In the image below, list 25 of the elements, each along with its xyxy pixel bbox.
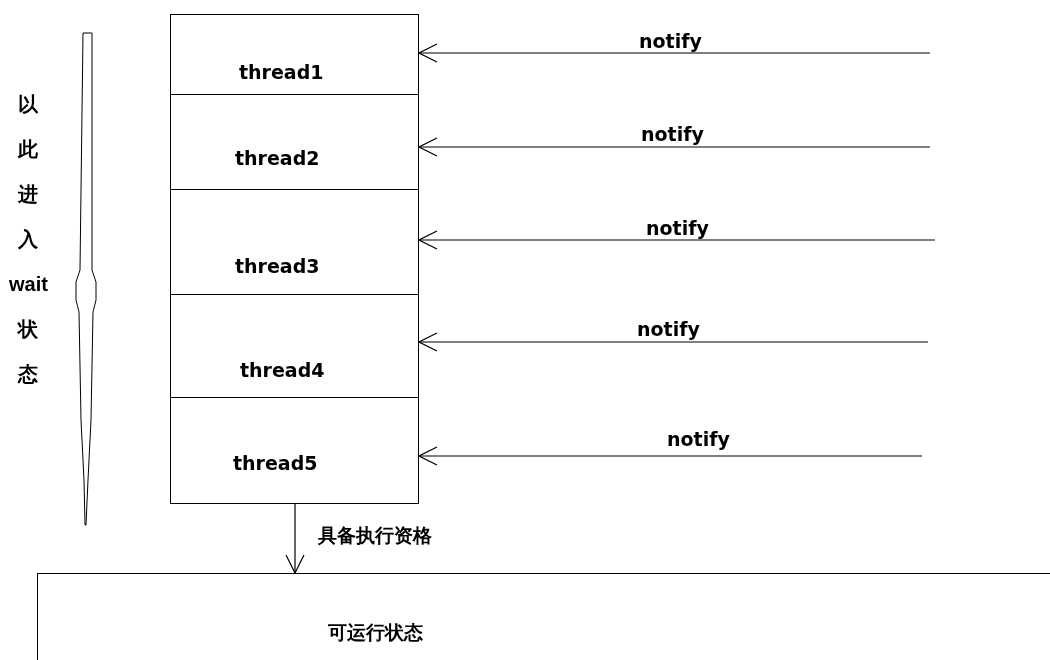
edge-label: notify <box>637 30 704 52</box>
box-label: 可运行状态 <box>328 620 423 645</box>
arrow <box>418 446 923 466</box>
edge-label: notify <box>644 217 711 239</box>
state-box <box>170 14 419 95</box>
box-label: thread3 <box>235 255 320 277</box>
vertical-note: 以此进入wait状态 <box>9 92 48 387</box>
arrow <box>418 230 936 250</box>
box-label: thread4 <box>240 359 325 381</box>
edge-label: 具备执行资格 <box>316 523 434 549</box>
arrow <box>285 503 305 574</box>
box-label: thread2 <box>235 147 320 169</box>
state-box <box>170 189 419 295</box>
state-box <box>170 94 419 190</box>
arrow <box>418 43 931 63</box>
arrow <box>418 332 929 352</box>
box-label: thread5 <box>233 452 318 474</box>
arrow <box>418 137 931 157</box>
state-box <box>170 294 419 398</box>
edge-label: notify <box>665 428 732 450</box>
edge-label: notify <box>635 318 702 340</box>
state-box <box>37 573 1050 660</box>
state-box <box>170 397 419 504</box>
edge-label: notify <box>639 123 706 145</box>
box-label: thread1 <box>239 61 324 83</box>
